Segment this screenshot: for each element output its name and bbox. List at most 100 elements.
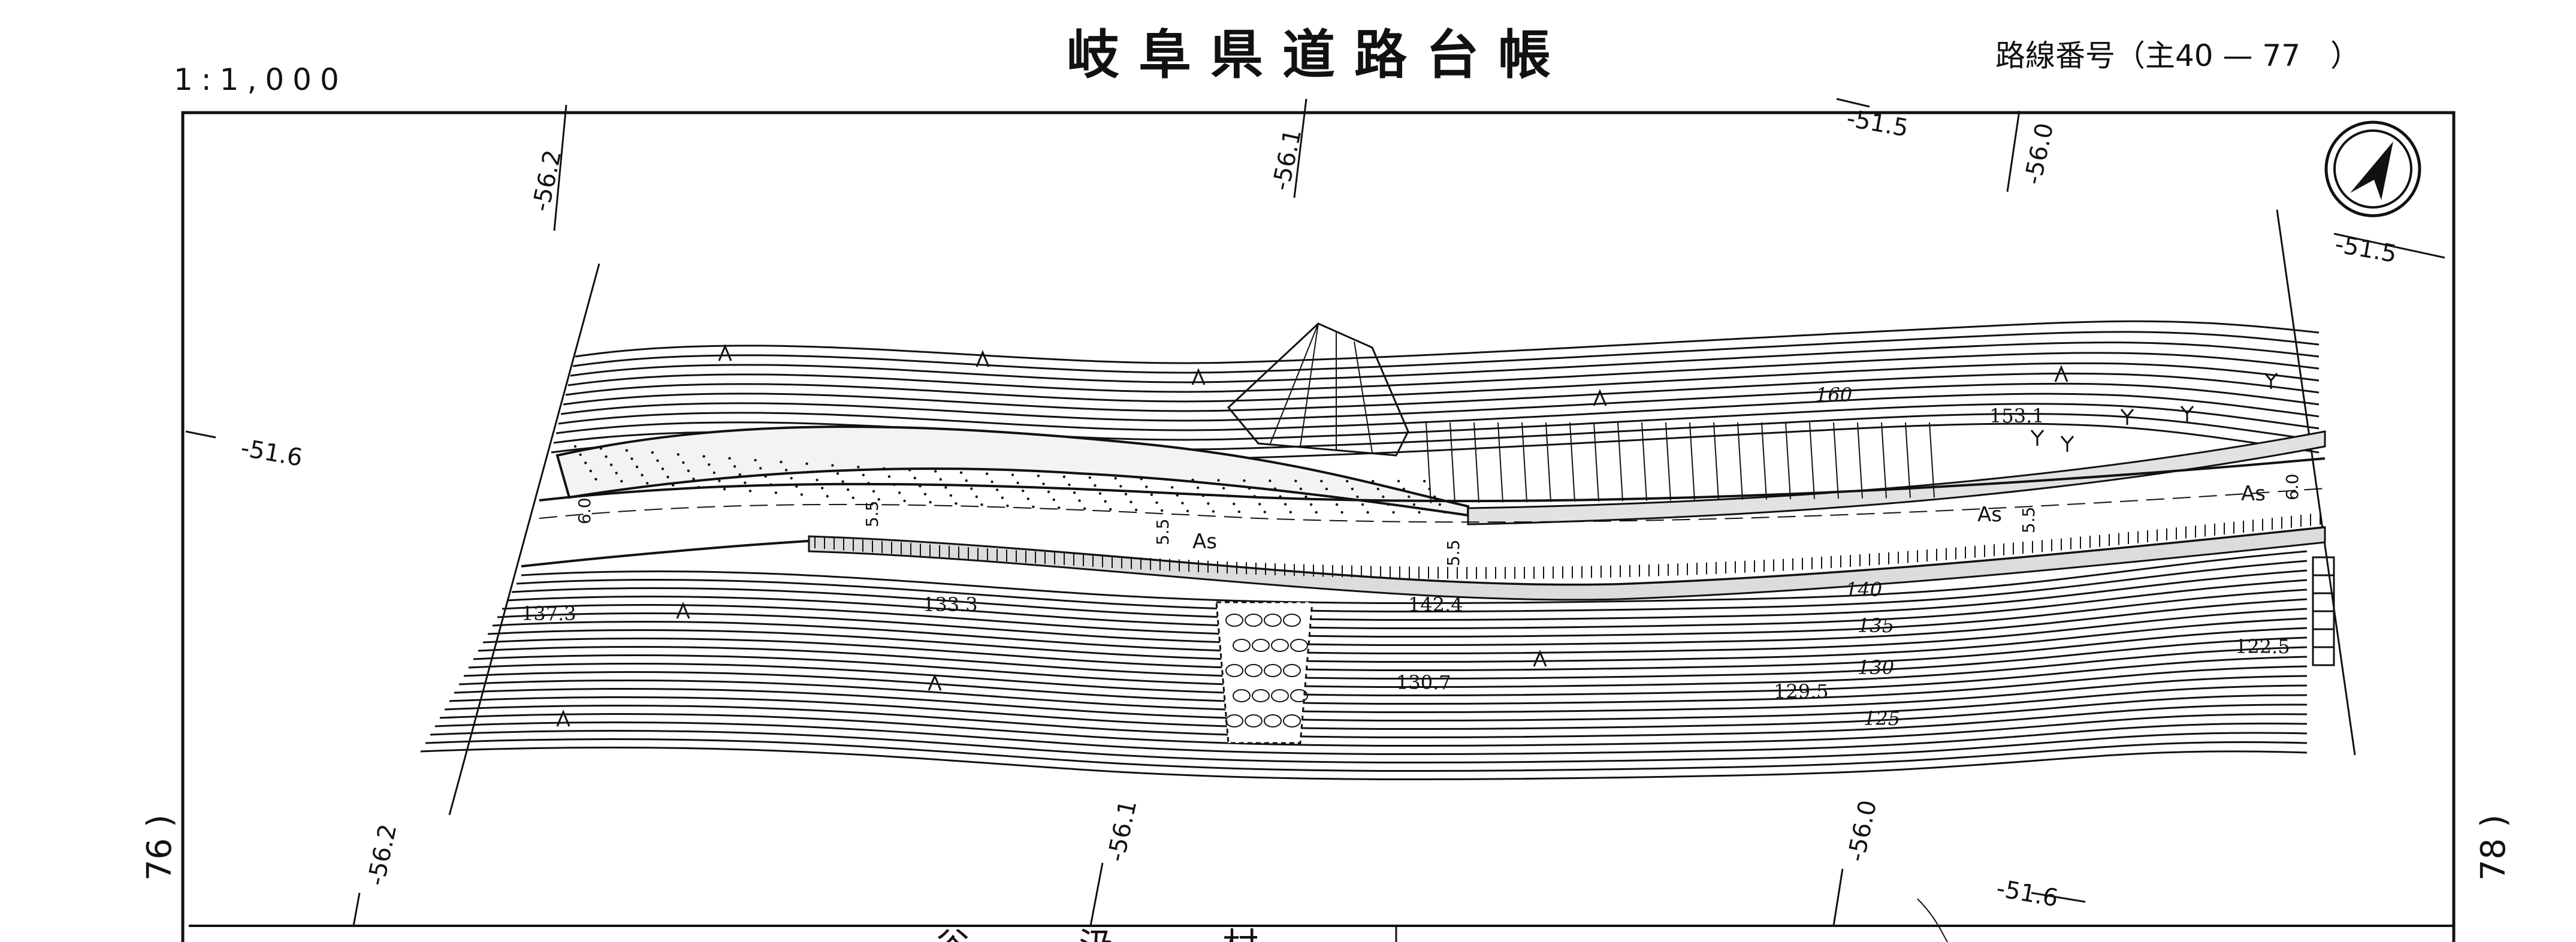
stipple-dot [1165,478,1168,481]
elevation-label: 140 [1846,578,1882,601]
stipple-dot [985,472,989,475]
stipple-dot [1304,495,1307,498]
grass-symbol [976,350,990,367]
stipple-dot [1330,495,1333,499]
stipple-dot [1145,485,1148,488]
stipple-dot [908,469,911,472]
stipple-dot [641,473,644,476]
stipple-dot [1412,503,1416,506]
stipple-dot [1372,479,1375,483]
elevation-label: 122.5 [2235,635,2290,658]
stipple-dot [1068,483,1071,487]
stipple-dot [949,494,953,497]
rock [1225,664,1243,677]
contour-line [567,352,2320,393]
contour-line [468,656,2308,697]
stipple-dot [677,453,680,456]
grid-label-bottom-1: -56.2 [363,822,403,888]
stipple-dot [1058,506,1061,509]
stipple-dot [1299,487,1303,490]
elevation-label: 130.7 [1396,671,1451,694]
upper-embankment [555,425,1469,517]
stipple-dot [1001,496,1004,499]
stipple-dot [1083,507,1086,510]
hachure [1785,422,1791,500]
route-number-label: 路線番号（主40 — 77 ） [1995,38,2360,73]
stipple-dot [955,502,958,505]
contour-line [572,331,2320,374]
stipple-dot [1382,495,1385,499]
stipple-dot [712,471,716,475]
stipple-dot [887,475,891,478]
rock [1252,639,1270,652]
contour-line [434,721,2308,756]
elevation-label: 129.5 [1774,680,1829,703]
hachure [1857,422,1863,499]
stipple-dot [1171,486,1174,489]
stipple-dot [1408,495,1411,499]
contour-line [444,704,2308,739]
contour-lines-upper [551,320,2320,460]
rock [1290,689,1308,702]
stipple-dot [872,490,875,493]
stipple-dot [666,475,669,479]
stipple-dot [1026,497,1030,500]
width-label: 6.0 [2282,473,2302,500]
rock [1233,689,1251,702]
stipple-dot [1346,479,1349,483]
rock [1245,614,1263,627]
stipple-dot [1294,479,1297,482]
contour-line [454,684,2308,722]
hachure [1426,422,1432,504]
stipple-dot [1392,511,1395,514]
stipple-dot [1212,510,1215,513]
stipple-dot [748,490,752,493]
stipple-dot [1047,490,1050,493]
rock [1225,614,1243,627]
stipple-dot [1243,479,1246,482]
grass-symbol [718,344,732,361]
grass-symbol [676,602,690,619]
grid-lines [185,98,2445,926]
upper-retaining-wall [1467,430,2326,526]
hachure [1617,422,1623,502]
lower-retaining-wall [808,526,2326,601]
stipple-dot [1114,477,1118,480]
adjacent-sheet-right: 78 ) [2474,814,2513,881]
contour-line [565,362,2320,403]
stipple-dot [1361,503,1364,506]
stipple-dot [965,479,968,482]
stipple-dot [1078,499,1081,502]
rock [1283,714,1301,727]
contour-line [502,588,2308,638]
stipple-dot [996,488,999,491]
width-labels: 6.0 5.5 5.5 5.5 5.5 6.0 [575,473,2302,566]
stipple-dot [1022,489,1025,493]
stipple-dot [1366,511,1369,514]
stipple-dot [738,473,742,476]
stipple-dot [1042,482,1045,485]
grid-label-top-right: -51.5 [2333,231,2399,268]
stipple-dot [1222,487,1225,490]
rock [1283,664,1301,677]
hachure [1569,422,1575,502]
stipple-dot [1237,510,1241,514]
contour-line [506,579,2308,630]
contour-line [473,646,2308,689]
slope-hachures [1426,422,1935,504]
stipple-dot [1207,502,1210,505]
orchard-symbol [2264,373,2278,389]
stipple-dot [702,455,705,458]
hachure [1497,422,1503,503]
orchard-symbol [2030,430,2045,446]
hachure [1449,422,1455,503]
stipple-dot [599,447,603,450]
stipple-dot [836,472,839,475]
contour-line [570,341,2320,384]
grass-symbol [1191,368,1206,385]
stipple-dot [1263,511,1266,514]
north-arrow-icon [2324,120,2421,218]
stipple-dot [790,476,793,480]
stipple-dot [1150,493,1153,496]
stipple-dot [579,453,582,456]
